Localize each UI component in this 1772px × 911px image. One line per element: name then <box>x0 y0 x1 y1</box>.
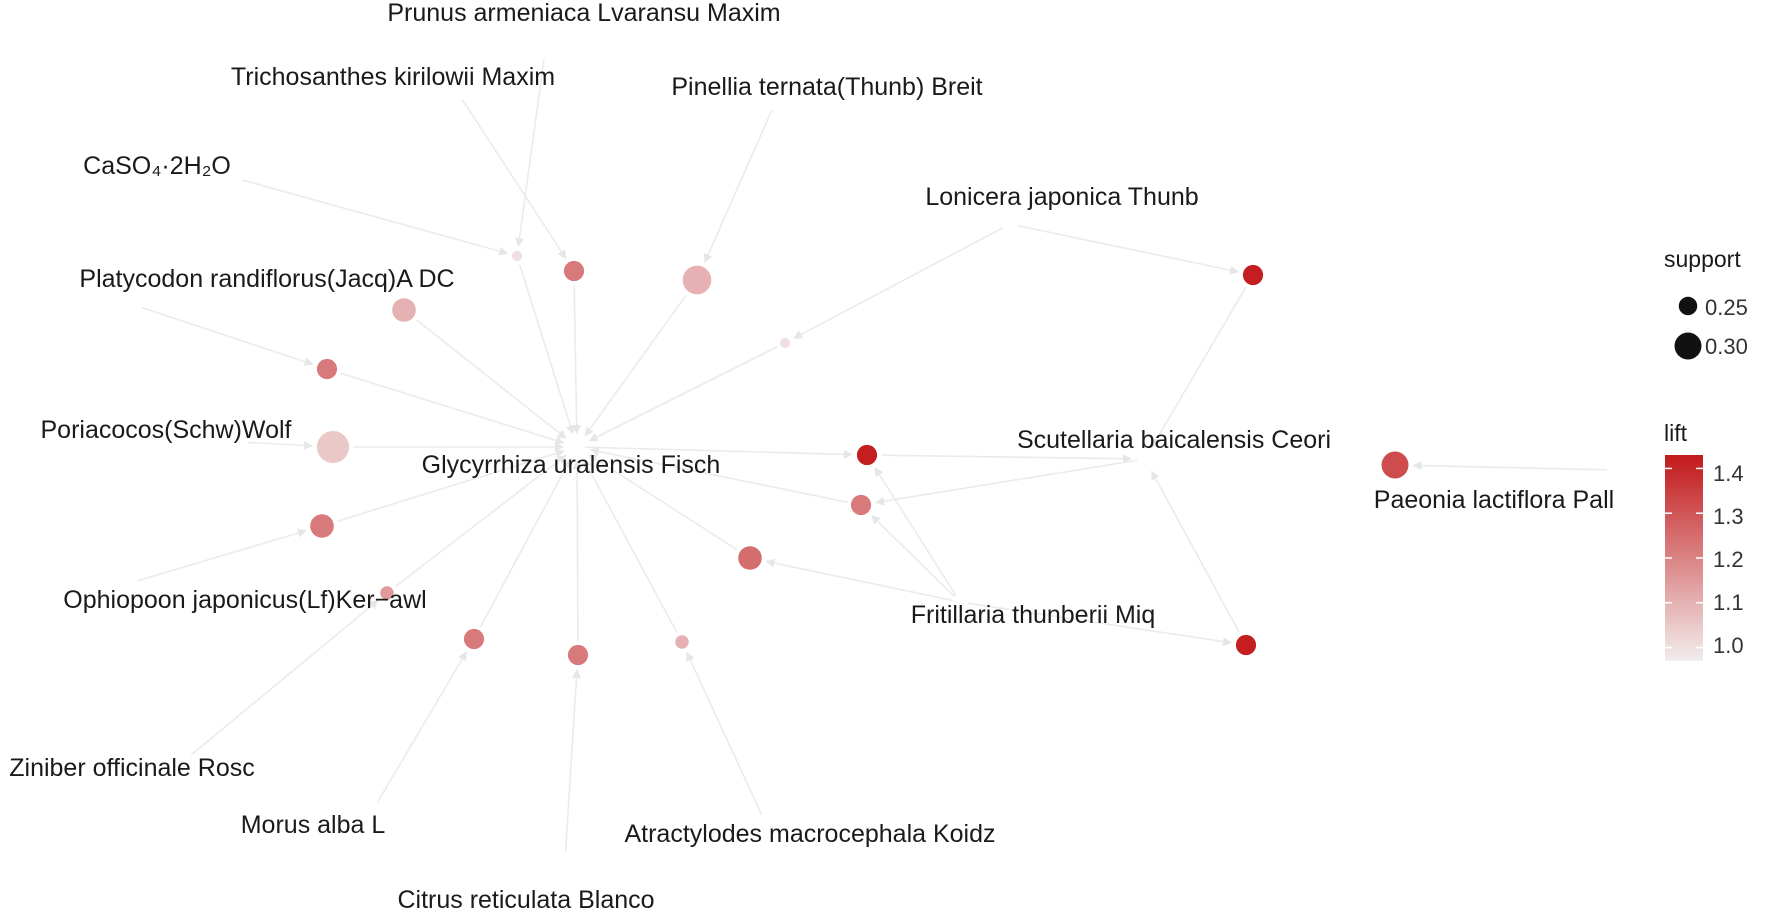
edge-layer <box>137 59 1608 853</box>
lift-tick-label-0: 1.4 <box>1713 461 1744 486</box>
rule-node-lonicera_a <box>780 338 790 348</box>
edge-tricho-to-r_tricho <box>461 99 567 260</box>
rule-node-ophiopogon_b <box>380 586 394 600</box>
label-layer: Prunus armeniaca Lvaransu Maxim Trichosa… <box>9 0 1614 911</box>
item-label-glycyrrhiza: Glycyrrhiza uralensis Fisch <box>422 451 721 479</box>
legend: support 0.25 0.30 lift 1.4 1.3 1.2 1.1 1… <box>1664 246 1748 661</box>
item-label-morus: Morus alba L <box>241 811 386 839</box>
rule-node-pinellia <box>682 265 712 295</box>
lift-legend-title: lift <box>1664 420 1688 446</box>
item-label-citrus: Citrus reticulata Blanco <box>397 886 654 911</box>
support-legend-key-0 <box>1678 296 1698 316</box>
rule-node-fritillaria_b <box>850 494 872 516</box>
edge-r_caso4-to-glycyrrhiza <box>518 264 575 435</box>
edge-r_lonicera_a-to-glycyrrhiza <box>588 346 778 442</box>
edge-pinellia-to-r_pinellia <box>703 109 773 264</box>
edge-poria-to-r_poria <box>247 440 313 450</box>
support-legend-label-1: 0.30 <box>1705 334 1748 359</box>
support-legend-keys <box>1674 296 1702 360</box>
edge-paeonia-to-r_paeonia <box>1412 461 1608 471</box>
edge-r_citrus-to-glycyrrhiza <box>572 460 582 641</box>
rule-node-fritillaria_d <box>1235 634 1257 656</box>
rule-node-platycodon_b <box>316 358 338 380</box>
edge-r_fritillaria_a-to-scutellaria <box>881 454 1132 464</box>
edge-fritillaria-to-r_fritillaria_d <box>967 602 1232 647</box>
item-label-pinellia: Pinellia ternata(Thunb) Breit <box>671 73 982 101</box>
item-label-ophiopogon: Ophiopoon japonicus(Lf)Ker−awl <box>63 586 426 614</box>
rule-node-morus <box>463 628 485 650</box>
edge-fritillaria-to-r_fritillaria_a <box>874 467 957 596</box>
item-label-poria: Poriacocos(Schw)Wolf <box>40 416 291 444</box>
rule-node-poria <box>316 430 350 464</box>
edge-r_morus-to-glycyrrhiza <box>479 458 572 627</box>
edge-r_atractylodes-to-glycyrrhiza <box>582 458 678 633</box>
edge-r_tricho-to-glycyrrhiza <box>572 285 582 434</box>
edge-r_ophiopogon_a-to-glycyrrhiza <box>336 449 565 523</box>
support-legend-label-0: 0.25 <box>1705 295 1748 320</box>
rule-node-paeonia <box>1381 451 1409 479</box>
item-label-caso4: CaSO₄·2H₂O <box>83 152 231 180</box>
edge-r_platycodon_a-to-glycyrrhiza <box>415 319 567 439</box>
rule-node-fritillaria_a <box>856 444 878 466</box>
rule-node-tricho <box>563 260 585 282</box>
edge-prunus-to-r_prunus <box>515 59 545 247</box>
edge-glycyrrhiza-to-r_fritillaria_a <box>584 446 853 459</box>
rule-node-lonicera_b <box>1242 264 1264 286</box>
item-label-prunus: Prunus armeniaca Lvaransu Maxim <box>387 0 780 27</box>
edge-lonicera-to-r_lonicera_a <box>793 227 1004 340</box>
edge-r_fritillaria_d-to-scutellaria <box>1150 470 1240 633</box>
item-label-platycodon: Platycodon randiflorus(Jacq)A DC <box>79 265 454 293</box>
item-label-trichosanthes: Trichosanthes kirilowii Maxim <box>231 63 555 91</box>
lift-tick-label-1: 1.3 <box>1713 504 1744 529</box>
rule-node-prunus <box>512 251 522 261</box>
edge-zingiber-to-r_ophiopogon_b <box>190 599 379 756</box>
rule-node-citrus <box>567 644 589 666</box>
edge-platycodon-to-r_platycodon_b <box>141 306 314 366</box>
node-layer <box>310 251 1409 666</box>
lift-tick-label-2: 1.2 <box>1713 547 1744 572</box>
edge-fritillaria-to-r_fritillaria_c <box>765 558 953 602</box>
edge-caso4-to-r_caso4 <box>242 179 509 256</box>
item-label-lonicera: Lonicera japonica Thunb <box>925 183 1198 211</box>
support-legend-title: support <box>1664 246 1741 272</box>
edge-r_fritillaria_b-to-glycyrrhiza <box>589 447 848 503</box>
edge-r_pinellia-to-glycyrrhiza <box>584 294 687 437</box>
lift-tick-label-4: 1.0 <box>1713 633 1744 658</box>
edge-morus-to-r_morus <box>376 651 468 804</box>
edge-lonicera-to-r_lonicera_b <box>1017 224 1240 275</box>
edge-fritillaria-to-r_fritillaria_b <box>871 514 955 597</box>
support-legend-key-1 <box>1674 332 1702 360</box>
rule-node-ophiopogon_a <box>310 514 334 538</box>
rule-node-platycodon_a <box>392 298 416 322</box>
edge-scutellaria-to-r_fritillaria_b <box>875 459 1138 506</box>
edge-atractylodes-to-r_atractylodes <box>686 651 763 816</box>
item-label-fritillaria: Fritillaria thunberii Miq <box>911 601 1156 629</box>
edge-citrus-to-r_citrus <box>564 669 582 853</box>
item-label-paeonia: Paeonia lactiflora Pall <box>1374 486 1614 514</box>
edge-r_fritillaria_c-to-glycyrrhiza <box>588 453 738 551</box>
edge-ophiopogon-to-r_ophiopogon_a <box>137 528 307 582</box>
rule-node-atractylodes <box>675 635 689 649</box>
item-label-scutellaria: Scutellaria baicalensis Ceori <box>1017 426 1331 454</box>
item-label-zingiber: Ziniber officinale Rosc <box>9 754 254 782</box>
lift-tick-label-3: 1.1 <box>1713 590 1744 615</box>
lift-colorbar-ticks <box>1665 467 1703 649</box>
edge-r_ophiopogon_b-to-glycyrrhiza <box>394 454 567 588</box>
edge-r_platycodon_b-to-glycyrrhiza <box>340 372 565 445</box>
item-label-atractylodes: Atractylodes macrocephala Koidz <box>624 820 995 848</box>
rule-node-fritillaria_c <box>738 546 762 570</box>
edge-r_lonicera_b-to-scutellaria <box>1151 286 1247 448</box>
